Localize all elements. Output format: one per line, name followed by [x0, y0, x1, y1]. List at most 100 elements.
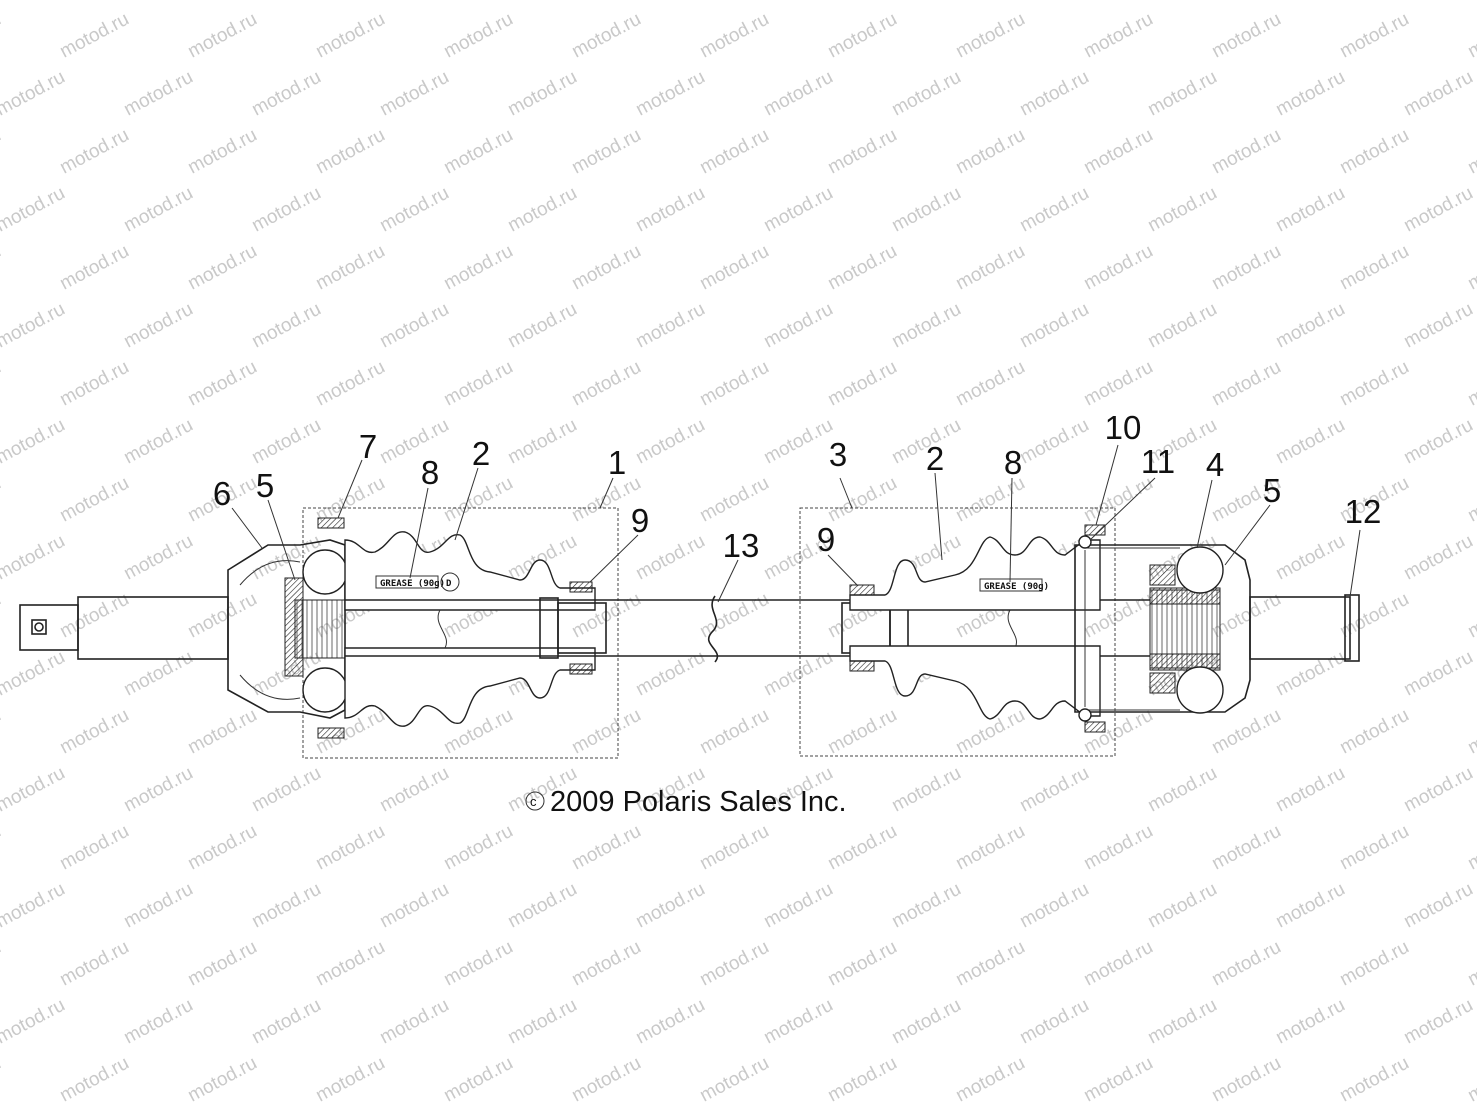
watermark-text: motod.ru: [1272, 0, 1348, 4]
watermark-text: motod.ru: [824, 937, 900, 991]
watermark-text: motod.ru: [0, 937, 5, 991]
watermark-text: motod.ru: [1272, 183, 1348, 237]
watermark-text: motod.ru: [1016, 763, 1092, 817]
watermark-text: motod.ru: [1144, 995, 1220, 1049]
watermark-text: motod.ru: [120, 995, 196, 1049]
watermark-text: motod.ru: [1336, 705, 1412, 759]
watermark-text: motod.ru: [248, 183, 324, 237]
watermark-text: motod.ru: [56, 705, 132, 759]
watermark-text: motod.ru: [632, 67, 708, 121]
watermark-text: motod.ru: [120, 531, 196, 585]
watermark-text: motod.ru: [184, 1053, 260, 1107]
watermark-text: motod.ru: [696, 937, 772, 991]
watermark-text: motod.ru: [568, 937, 644, 991]
watermark-text: motod.ru: [0, 1053, 5, 1107]
watermark-text: motod.ru: [184, 821, 260, 875]
watermark-text: motod.ru: [1272, 879, 1348, 933]
watermark-text: motod.ru: [0, 415, 69, 469]
watermark-text: motod.ru: [824, 9, 900, 63]
watermark-text: motod.ru: [1400, 299, 1476, 353]
watermark-text: motod.ru: [632, 879, 708, 933]
watermark-text: motod.ru: [120, 415, 196, 469]
copyright-symbol: c: [530, 794, 537, 809]
callout-8-left: 8: [421, 454, 439, 491]
watermark-text: motod.ru: [1016, 0, 1092, 4]
marker-d: D: [446, 579, 452, 589]
watermark-text: motod.ru: [1272, 995, 1348, 1049]
watermark-text: motod.ru: [824, 241, 900, 295]
watermark-text: motod.ru: [1208, 125, 1284, 179]
watermark-text: motod.ru: [1144, 67, 1220, 121]
watermark-text: motod.ru: [1272, 415, 1348, 469]
watermark-text: motod.ru: [888, 879, 964, 933]
watermark-text: motod.ru: [1144, 299, 1220, 353]
left-boot: [317, 517, 596, 739]
watermark-text: motod.ru: [504, 67, 580, 121]
callout-10: 10: [1105, 409, 1142, 446]
copyright: c 2009 Polaris Sales Inc.: [525, 786, 847, 818]
watermark-text: motod.ru: [120, 763, 196, 817]
watermark-text: motod.ru: [1272, 647, 1348, 701]
watermark-text: motod.ru: [1208, 821, 1284, 875]
watermark-text: motod.ru: [120, 67, 196, 121]
watermark-text: motod.ru: [760, 183, 836, 237]
watermark-text: motod.ru: [696, 589, 772, 643]
watermark-text: motod.ru: [120, 647, 196, 701]
watermark-text: motod.ru: [888, 0, 964, 4]
watermark-text: motod.ru: [56, 1053, 132, 1107]
watermark-text: motod.ru: [888, 183, 964, 237]
watermark-text: motod.ru: [1016, 879, 1092, 933]
watermark-text: motod.ru: [696, 705, 772, 759]
watermark-text: motod.ru: [1080, 9, 1156, 63]
watermark-text: motod.ru: [1464, 1053, 1477, 1107]
watermark-text: motod.ru: [1400, 0, 1476, 4]
watermark-text: motod.ru: [184, 9, 260, 63]
watermark-text: motod.ru: [1080, 821, 1156, 875]
watermark-text: motod.ru: [312, 9, 388, 63]
watermark-text: motod.ru: [312, 937, 388, 991]
watermark-text: motod.ru: [1464, 473, 1477, 527]
watermark-text: motod.ru: [760, 0, 836, 4]
watermark-text: motod.ru: [376, 879, 452, 933]
watermark-text: motod.ru: [824, 705, 900, 759]
watermark-text: motod.ru: [888, 763, 964, 817]
watermark-text: motod.ru: [760, 995, 836, 1049]
watermark-text: motod.ru: [120, 183, 196, 237]
watermark-text: motod.ru: [1016, 995, 1092, 1049]
watermark-text: motod.ru: [824, 357, 900, 411]
watermark-text: motod.ru: [1144, 879, 1220, 933]
watermark-text: motod.ru: [1272, 299, 1348, 353]
watermark-text: motod.ru: [120, 0, 196, 4]
left-outer-housing: [227, 539, 348, 719]
watermark-text: motod.ru: [632, 647, 708, 701]
watermark-text: motod.ru: [952, 357, 1028, 411]
callout-8-right: 8: [1004, 444, 1022, 481]
watermark-text: motod.ru: [1464, 589, 1477, 643]
watermark-text: motod.ru: [504, 879, 580, 933]
watermark-text: motod.ru: [312, 1053, 388, 1107]
watermark-text: motod.ru: [184, 241, 260, 295]
watermark-text: motod.ru: [824, 1053, 900, 1107]
watermark-text: motod.ru: [0, 821, 5, 875]
watermark-text: motod.ru: [1400, 531, 1476, 585]
watermark-text: motod.ru: [952, 125, 1028, 179]
watermark-text: motod.ru: [1464, 705, 1477, 759]
watermark-text: motod.ru: [376, 415, 452, 469]
copyright-text: 2009 Polaris Sales Inc.: [550, 786, 847, 818]
grease-tag-right: GREASE (90g): [979, 578, 1049, 592]
watermark-text: motod.ru: [248, 67, 324, 121]
watermark-text: motod.ru: [1336, 1053, 1412, 1107]
watermark-text: motod.ru: [1400, 67, 1476, 121]
watermark-text: motod.ru: [1336, 937, 1412, 991]
watermark-text: motod.ru: [0, 9, 5, 63]
watermark-text: motod.ru: [1400, 763, 1476, 817]
watermark-text: motod.ru: [1144, 763, 1220, 817]
watermark-text: motod.ru: [0, 125, 5, 179]
watermark-text: motod.ru: [568, 1053, 644, 1107]
watermark-text: motod.ru: [1464, 937, 1477, 991]
watermark-text: motod.ru: [1464, 9, 1477, 63]
watermark-text: motod.ru: [1336, 9, 1412, 63]
watermark-text: motod.ru: [1400, 995, 1476, 1049]
watermark-text: motod.ru: [440, 241, 516, 295]
watermark-text: motod.ru: [312, 357, 388, 411]
